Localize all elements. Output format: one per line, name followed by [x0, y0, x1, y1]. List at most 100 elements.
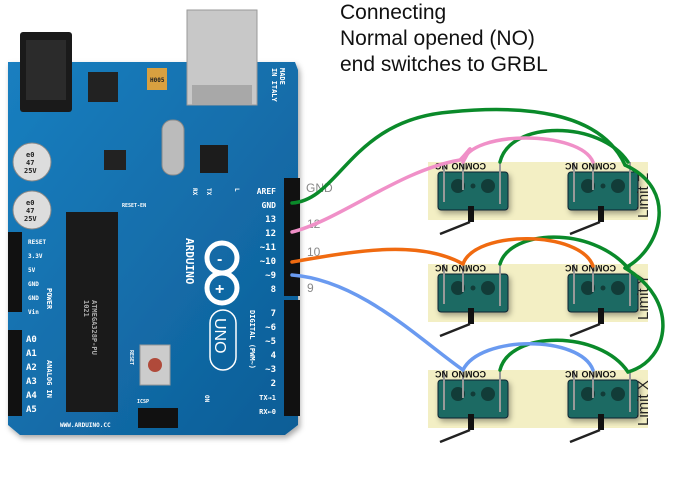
pin-label: A3: [26, 377, 37, 387]
pin-label: 3.3V: [28, 253, 43, 260]
pin-label: 5V: [28, 267, 36, 274]
analog-header-label: ANALOG IN: [45, 360, 53, 398]
pin-label: ~10: [260, 257, 276, 267]
pin-label: 8: [271, 285, 276, 295]
cap-text: 47: [26, 207, 34, 215]
power-header-label: POWER: [45, 288, 53, 310]
uno-outline: [209, 309, 237, 371]
uno-label: UNO: [211, 318, 228, 354]
reset-button-cap: [148, 358, 162, 372]
digital-pin-labels: AREF GND 13 12 ~11 ~10 ~9 8 7 ~6 ~5 4 ~3…: [257, 187, 277, 416]
terminal-label-com: COM: [465, 369, 486, 379]
reset-label: RESET: [128, 350, 134, 365]
pin-label: 13: [265, 215, 276, 225]
limit-label: Limit X: [635, 380, 652, 426]
cap-text: 25V: [24, 167, 37, 175]
limit-label: Limit Z: [635, 173, 652, 218]
cap-text: 47: [26, 159, 34, 167]
made-in-label: MADE: [278, 68, 286, 85]
pin-label: A0: [26, 335, 37, 345]
digital-header-low: [284, 300, 300, 416]
gnd-jumper-x: [498, 338, 630, 374]
pin10-wire: [290, 247, 465, 266]
arduino-logo: - +: [204, 240, 240, 306]
on-label: ON: [203, 395, 210, 403]
terminal-label-nc: NC: [565, 263, 578, 273]
pin-label: RX←0: [259, 408, 276, 416]
terminal-label-com: COM: [595, 369, 616, 379]
reset-en-label: RESET-EN: [122, 203, 146, 209]
terminal-label-no: NO: [452, 161, 466, 171]
terminal-label-com: COM: [465, 161, 486, 171]
analog-pin-labels: A0 A1 A2 A3 A4 A5: [26, 335, 37, 415]
gnd-wire-y: [623, 163, 661, 270]
fuse: [147, 68, 167, 90]
pin-label: ~6: [265, 323, 276, 333]
pin-label: A4: [26, 391, 37, 401]
pin-label: GND: [28, 295, 39, 302]
terminal-label-no: NO: [582, 369, 596, 379]
chip-code: 1021: [82, 300, 90, 317]
pin10-wire-label: 10: [307, 245, 321, 259]
power-header: [8, 232, 22, 312]
pin-label: RESET: [28, 239, 46, 246]
gnd-jumper-y: [498, 235, 630, 270]
pin-label: 4: [271, 351, 277, 361]
analog-header: [8, 330, 22, 416]
pin-label: A2: [26, 363, 37, 373]
voltage-regulator: [88, 72, 118, 102]
terminal-label-com: COM: [595, 263, 616, 273]
pin-label: ~5: [265, 337, 276, 347]
gnd-wire: [290, 107, 627, 205]
pin-label: AREF: [257, 187, 276, 196]
gnd-wire-x: [623, 266, 665, 374]
capacitor-2: e0 47 25V: [12, 190, 52, 230]
terminal-label-nc: NC: [435, 369, 448, 379]
l-led-label: L: [233, 188, 240, 192]
pin9-wire-label: 9: [307, 281, 314, 295]
title-line-3: end switches to GRBL: [340, 53, 548, 76]
arduino-board: H005 e0 47 25V e0 47 25V ATMEGA328P-PU 1…: [8, 9, 300, 435]
pin-label: 12: [265, 229, 276, 239]
pin-label: GND: [262, 201, 277, 210]
pin-label: ~11: [260, 243, 276, 253]
pin-label: A5: [26, 405, 37, 415]
title-line-1: Connecting: [340, 1, 447, 24]
pin12-wire: [290, 147, 472, 234]
website-label: WWW.ARDUINO.CC: [60, 422, 111, 429]
svg-text:-: -: [217, 251, 222, 268]
power-pin-labels: RESET 3.3V 5V GND GND Vin: [28, 239, 46, 316]
fuse-label: H005: [150, 77, 165, 84]
svg-text:+: +: [215, 281, 224, 298]
terminal-label-com: COM: [465, 263, 486, 273]
usb-chip: [200, 145, 228, 173]
terminal-label-nc: NC: [565, 369, 578, 379]
icsp-header: [138, 408, 178, 428]
rx-led-label: RX: [191, 188, 198, 196]
terminal-label-nc: NC: [565, 161, 578, 171]
pin-label: A1: [26, 349, 37, 359]
made-in-label-2: IN ITALY: [270, 68, 278, 103]
digital-header-high: [284, 178, 300, 296]
crystal: [161, 119, 185, 176]
pin9-jumper: [461, 342, 595, 372]
capacitor-1: e0 47 25V: [12, 142, 52, 182]
cap-text: e0: [26, 199, 34, 207]
gnd-jumper-z: [498, 128, 630, 164]
pin9-wire: [290, 273, 465, 372]
arduino-brand: ARDUINO: [183, 238, 196, 285]
pin10-jumper: [461, 237, 595, 268]
pin-label: TX→1: [259, 394, 276, 402]
pin-label: ~3: [265, 365, 276, 375]
terminal-label-no: NO: [582, 263, 596, 273]
terminal-label-com: COM: [595, 161, 616, 171]
pin-label: GND: [28, 281, 39, 288]
